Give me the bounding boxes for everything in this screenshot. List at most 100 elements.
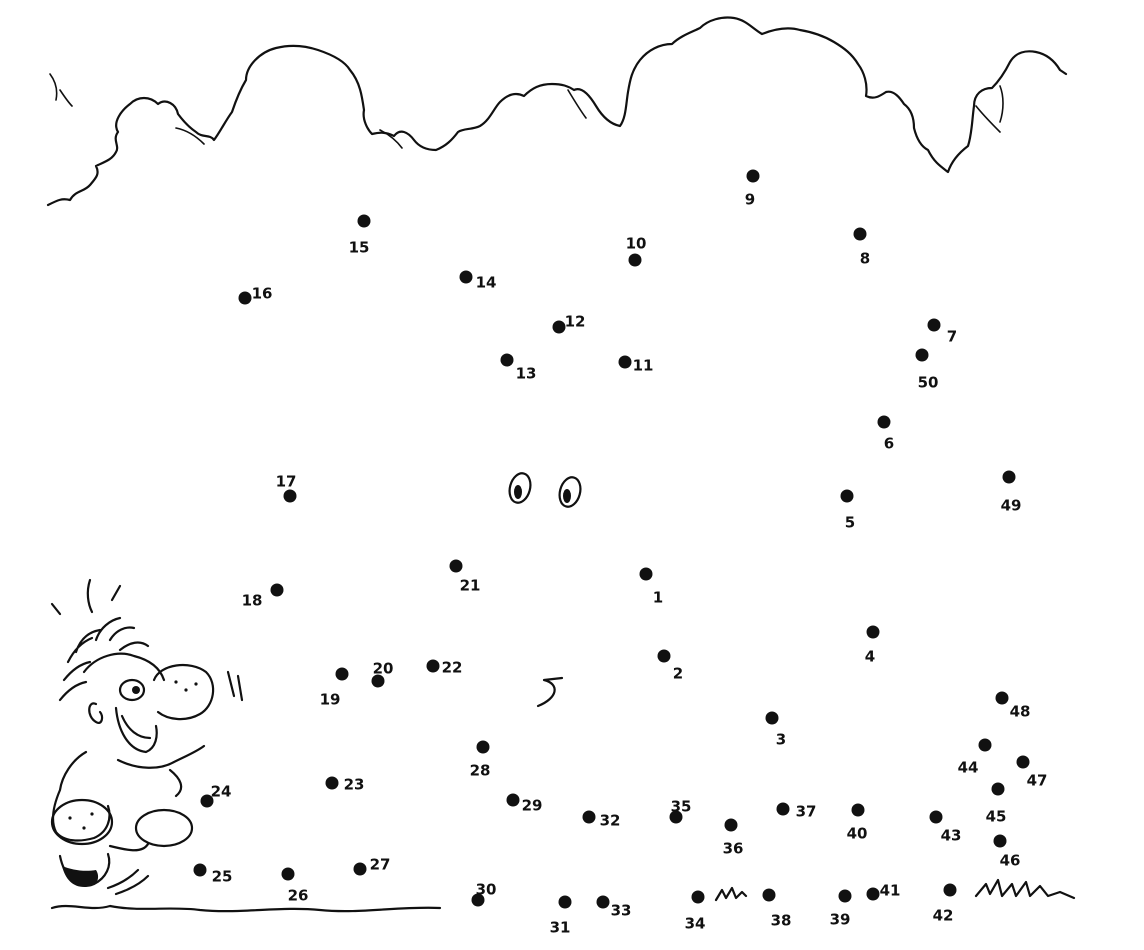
bush-outline [46, 16, 1068, 207]
dot-number-35: 35 [671, 798, 692, 816]
dot-number-15: 15 [349, 239, 370, 257]
dot-12[interactable] [552, 320, 566, 334]
bush-texture [49, 73, 1004, 149]
dot-number-38: 38 [771, 912, 792, 930]
dot-48[interactable] [995, 691, 1009, 705]
dot-number-32: 32 [600, 812, 621, 830]
dot-number-37: 37 [796, 803, 817, 821]
dot-number-49: 49 [1001, 497, 1022, 515]
dot-45[interactable] [991, 782, 1005, 796]
dot-number-5: 5 [845, 514, 855, 532]
dot-23[interactable] [325, 776, 339, 790]
grass-tuft-right [974, 878, 1076, 900]
dot-25[interactable] [193, 863, 207, 877]
dot-41[interactable] [866, 887, 880, 901]
dot-35[interactable] [669, 810, 683, 824]
grass-tuft-middle [714, 886, 748, 902]
dot-number-28: 28 [470, 762, 491, 780]
smile-mark [536, 676, 564, 708]
dot-number-12: 12 [565, 313, 586, 331]
dot-16[interactable] [238, 291, 252, 305]
dot-number-9: 9 [745, 191, 755, 209]
dot-2[interactable] [657, 649, 671, 663]
dot-50[interactable] [915, 348, 929, 362]
dot-31[interactable] [558, 895, 572, 909]
dot-number-31: 31 [550, 919, 571, 937]
dot-number-17: 17 [276, 473, 297, 491]
left-pupil [514, 485, 522, 499]
dot-number-40: 40 [847, 825, 868, 843]
dot-43[interactable] [929, 810, 943, 824]
dot-number-6: 6 [884, 435, 894, 453]
dot-17[interactable] [283, 489, 297, 503]
dot-13[interactable] [500, 353, 514, 367]
dot-49[interactable] [1002, 470, 1016, 484]
dot-33[interactable] [596, 895, 610, 909]
dot-24[interactable] [200, 794, 214, 808]
dot-19[interactable] [335, 667, 349, 681]
dot-46[interactable] [993, 834, 1007, 848]
dot-20[interactable] [371, 674, 385, 688]
right-eye-icon [558, 476, 582, 508]
dot-6[interactable] [877, 415, 891, 429]
left-eye-icon [508, 472, 532, 504]
dot-38[interactable] [762, 888, 776, 902]
dot-44[interactable] [978, 738, 992, 752]
dot-4[interactable] [866, 625, 880, 639]
dot-8[interactable] [853, 227, 867, 241]
dot-number-25: 25 [212, 868, 233, 886]
dot-26[interactable] [281, 867, 295, 881]
dot-number-30: 30 [476, 881, 497, 899]
dot-number-20: 20 [373, 660, 394, 678]
dot-number-18: 18 [242, 592, 263, 610]
dot-number-16: 16 [252, 285, 273, 303]
dot-32[interactable] [582, 810, 596, 824]
dot-number-44: 44 [958, 759, 979, 777]
dot-22[interactable] [426, 659, 440, 673]
dot-15[interactable] [357, 214, 371, 228]
dot-7[interactable] [927, 318, 941, 332]
dot-21[interactable] [449, 559, 463, 573]
dot-number-4: 4 [865, 648, 875, 666]
dot-number-14: 14 [476, 274, 497, 292]
dot-30[interactable] [471, 893, 485, 907]
dot-number-42: 42 [933, 907, 954, 925]
numbered-dots: 1234567891011121314151617181920212223242… [193, 169, 1047, 937]
dot-number-34: 34 [685, 915, 706, 933]
dot-34[interactable] [691, 890, 705, 904]
dot-number-26: 26 [288, 887, 309, 905]
dot-number-1: 1 [653, 589, 663, 607]
dot-18[interactable] [270, 583, 284, 597]
dot-42[interactable] [943, 883, 957, 897]
dot-number-7: 7 [947, 328, 957, 346]
right-pupil [563, 489, 571, 503]
dot-40[interactable] [851, 803, 865, 817]
dot-number-33: 33 [611, 902, 632, 920]
dot-11[interactable] [618, 355, 632, 369]
ground-left [50, 904, 442, 913]
dot-number-50: 50 [918, 374, 939, 392]
dot-number-22: 22 [442, 659, 463, 677]
dot-29[interactable] [506, 793, 520, 807]
dot-number-2: 2 [673, 665, 683, 683]
dot-9[interactable] [746, 169, 760, 183]
dot-number-45: 45 [986, 808, 1007, 826]
dot-number-24: 24 [211, 783, 232, 801]
dot-number-3: 3 [776, 731, 786, 749]
dot-number-43: 43 [941, 827, 962, 845]
dot-5[interactable] [840, 489, 854, 503]
dot-37[interactable] [776, 802, 790, 816]
dot-39[interactable] [838, 889, 852, 903]
dot-10[interactable] [628, 253, 642, 267]
dot-number-36: 36 [723, 840, 744, 858]
dot-number-13: 13 [516, 365, 537, 383]
dot-36[interactable] [724, 818, 738, 832]
dot-3[interactable] [765, 711, 779, 725]
dot-27[interactable] [353, 862, 367, 876]
dot-47[interactable] [1016, 755, 1030, 769]
dot-1[interactable] [639, 567, 653, 581]
dot-number-48: 48 [1010, 703, 1031, 721]
dot-28[interactable] [476, 740, 490, 754]
dot-14[interactable] [459, 270, 473, 284]
